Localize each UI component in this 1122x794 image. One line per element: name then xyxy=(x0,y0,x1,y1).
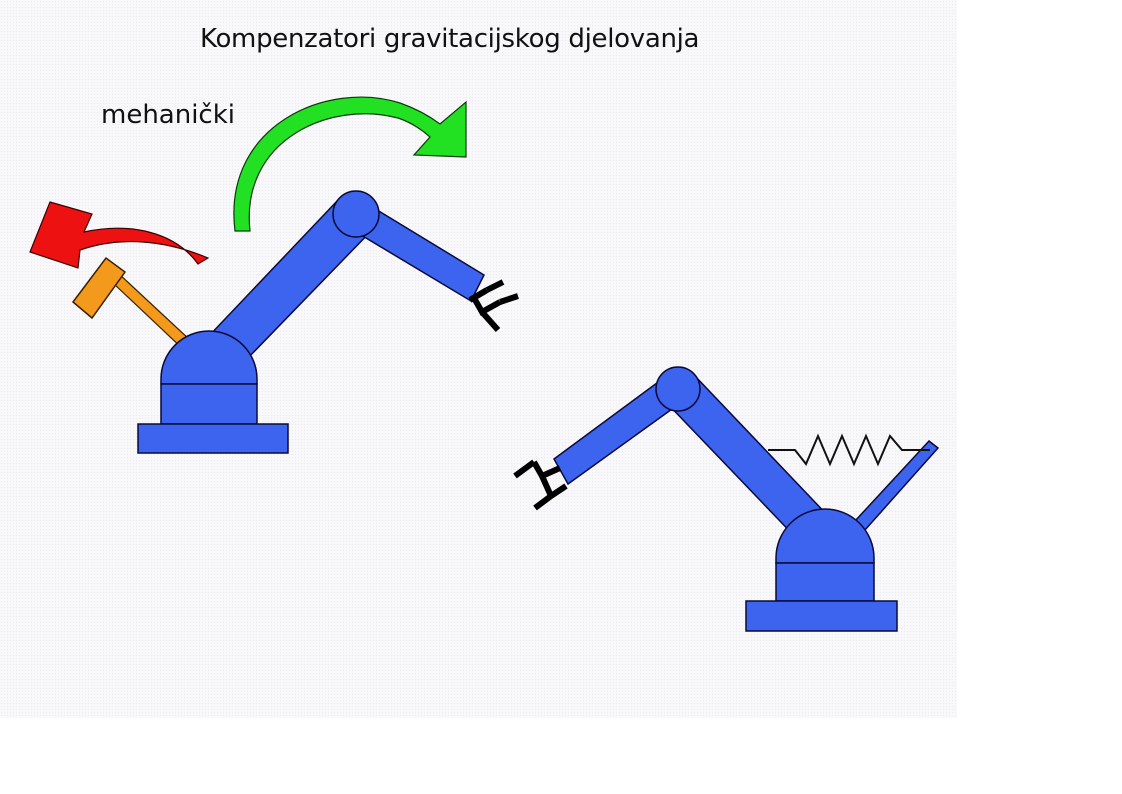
spring-lever xyxy=(853,439,940,532)
slide-canvas xyxy=(0,0,957,718)
mechanical-label: mehanički xyxy=(101,100,236,130)
base-body xyxy=(160,383,258,425)
shoulder-joint xyxy=(655,366,701,412)
gripper-icon xyxy=(468,279,519,332)
base-dome xyxy=(775,508,875,564)
left-robot xyxy=(71,190,519,454)
base-plate xyxy=(137,423,289,454)
counterweight-icon xyxy=(71,256,127,320)
slide-title: Kompenzatori gravitacijskog djelovanja xyxy=(200,24,700,54)
spring-icon xyxy=(768,433,930,467)
base-dome xyxy=(160,330,258,385)
shoulder-joint xyxy=(332,190,380,238)
base-plate xyxy=(745,600,898,632)
base-body xyxy=(775,562,875,602)
right-robot xyxy=(513,366,940,632)
gripper-icon xyxy=(513,459,568,511)
green-arrow-icon xyxy=(233,96,467,232)
red-arrow-icon xyxy=(29,201,210,269)
counterweight-bar xyxy=(112,272,191,351)
